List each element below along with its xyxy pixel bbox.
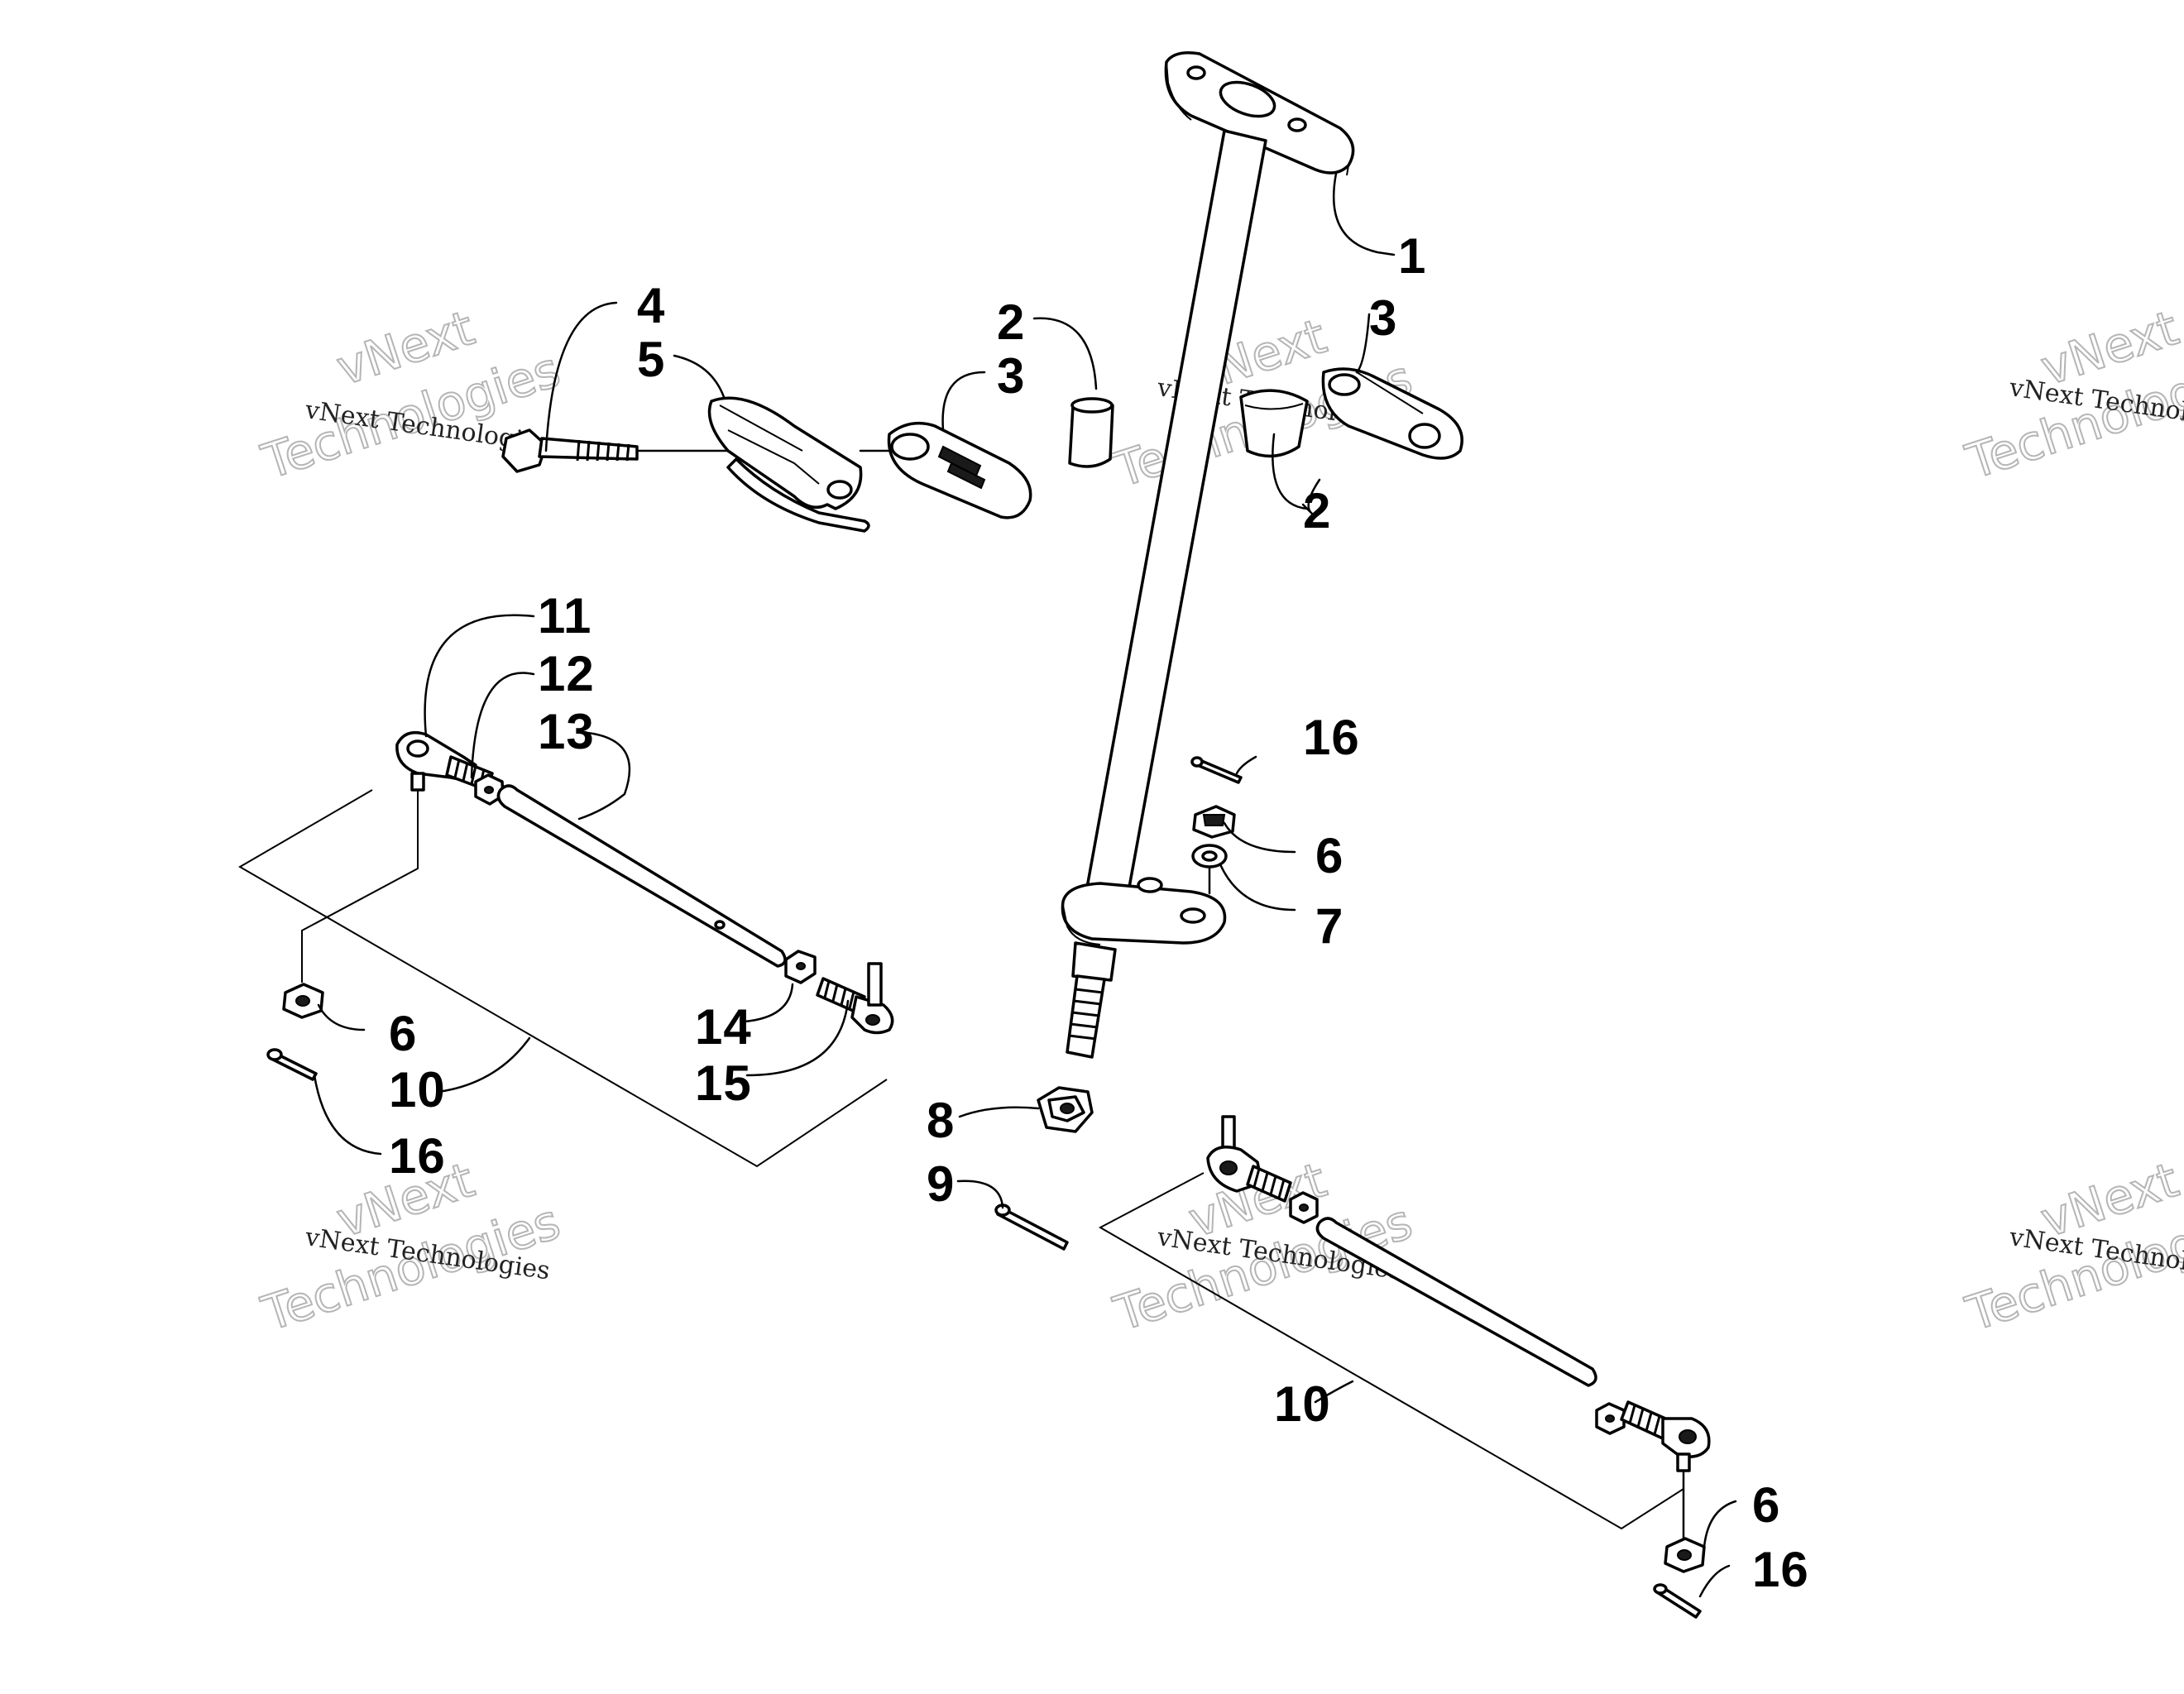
callout-3-right: 3 (1369, 290, 1397, 346)
callout-2-left: 2 (997, 294, 1025, 350)
callout-11: 11 (538, 588, 592, 644)
callout-6-center: 6 (1315, 828, 1343, 883)
callout-2-right: 2 (1303, 483, 1331, 538)
right-clamp-group (1068, 367, 1463, 468)
callout-5: 5 (637, 332, 665, 387)
callout-15: 15 (695, 1055, 752, 1111)
callout-4: 4 (637, 278, 665, 333)
callout-8: 8 (927, 1093, 955, 1148)
callout-labels: 1 2 2 3 3 4 5 6 6 6 7 8 9 10 10 11 12 13… (389, 228, 1809, 1597)
callout-1: 1 (1398, 228, 1426, 284)
callout-16-left: 16 (389, 1128, 446, 1184)
castle-nut-and-pin (994, 1086, 1094, 1251)
callout-12: 12 (538, 646, 595, 701)
post-fasteners (1190, 756, 1243, 895)
callout-7: 7 (1315, 898, 1343, 954)
callout-9: 9 (927, 1156, 955, 1212)
callout-13: 13 (538, 704, 595, 759)
callout-3-left: 3 (997, 348, 1025, 404)
callout-10-left: 10 (389, 1062, 446, 1117)
right-tie-rod-assembly (1098, 1115, 1711, 1619)
leader-lines (313, 172, 1737, 1598)
steering-post (1061, 51, 1355, 1059)
callout-6-left: 6 (389, 1006, 417, 1061)
left-tie-rod-assembly (238, 731, 894, 1168)
callout-14: 14 (695, 999, 752, 1055)
callout-10-right: 10 (1274, 1376, 1331, 1432)
upper-left-clamp-group (501, 396, 1032, 533)
callout-16-center: 16 (1303, 710, 1360, 765)
callout-16-right: 16 (1752, 1542, 1809, 1597)
callout-6-right: 6 (1752, 1477, 1780, 1533)
